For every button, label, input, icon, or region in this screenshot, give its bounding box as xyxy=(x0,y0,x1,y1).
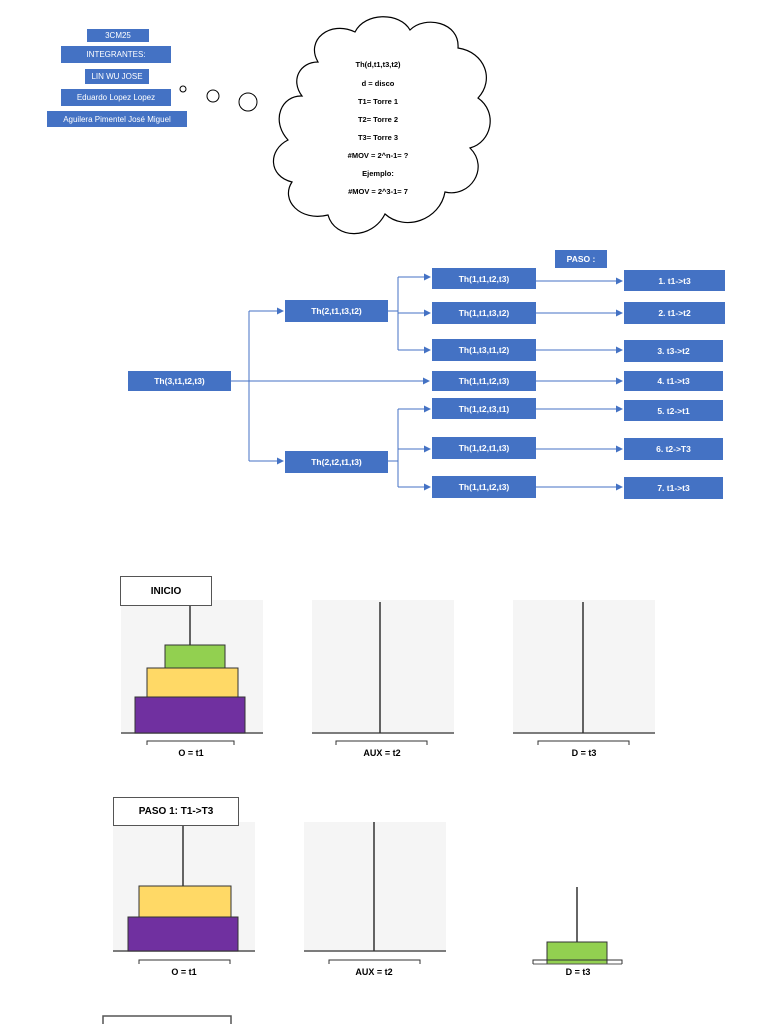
member-3: Aguilera Pimentel José Miguel xyxy=(46,110,188,128)
member-2: Eduardo Lopez Lopez xyxy=(60,88,172,107)
paso-label: PASO : xyxy=(554,249,608,269)
tree-leaf-3: Th(1,t3,t1,t2) xyxy=(432,339,536,361)
step-5: 5. t2->t1 xyxy=(624,400,723,421)
next-callout-partial xyxy=(102,1015,232,1024)
tree-leaf-7: Th(1,t1,t2,t3) xyxy=(432,476,536,498)
callout-paso-1: PASO 1: T1->T3 xyxy=(113,797,239,826)
team-heading: INTEGRANTES: xyxy=(60,45,172,64)
tower-panel-3 xyxy=(513,600,655,734)
cloud-line-5: T3= Torre 3 xyxy=(357,133,399,142)
step-3: 3. t3->t2 xyxy=(624,340,723,362)
cloud-line-1: Th(d,t1,t3,t2) xyxy=(355,60,401,69)
tower-panel-5 xyxy=(304,822,446,952)
thought-bubble-large xyxy=(238,92,258,112)
tower-panel-2 xyxy=(312,600,454,734)
disk-small xyxy=(546,941,608,965)
disk-large xyxy=(127,916,239,952)
step-6: 6. t2->T3 xyxy=(624,438,723,460)
state-paso-1 xyxy=(113,822,623,965)
tower-label-dest: D = t3 xyxy=(571,748,597,758)
tree-leaf-6: Th(1,t2,t1,t3) xyxy=(432,437,536,459)
thought-bubble-medium xyxy=(206,89,220,103)
disk-small xyxy=(164,644,226,669)
tree-leaf-4: Th(1,t1,t2,t3) xyxy=(432,371,536,391)
thought-bubble-small xyxy=(179,85,187,93)
tower-label-dest: D = t3 xyxy=(565,967,591,977)
tower-label-origin: O = t1 xyxy=(171,967,197,977)
step-2: 2. t1->t2 xyxy=(624,302,725,324)
cloud-line-3: T1= Torre 1 xyxy=(357,97,399,106)
group-label: 3CM25 xyxy=(86,28,150,43)
tree-mid-top: Th(2,t1,t3,t2) xyxy=(285,300,388,322)
cloud-line-6: #MOV = 2^n-1= ? xyxy=(347,151,409,160)
tree-mid-bottom: Th(2,t2,t1,t3) xyxy=(285,451,388,473)
tower-label-aux: AUX = t2 xyxy=(363,748,401,758)
callout-inicio: INICIO xyxy=(120,576,212,606)
tower-label-aux: AUX = t2 xyxy=(355,967,393,977)
cloud-line-8: #MOV = 2^3-1= 7 xyxy=(348,187,408,196)
tree-leaf-1: Th(1,t1,t2,t3) xyxy=(432,268,536,289)
tower-label-origin: O = t1 xyxy=(178,748,204,758)
tree-root: Th(3,t1,t2,t3) xyxy=(128,371,231,391)
disk-medium xyxy=(146,667,239,698)
member-1: LIN WU JOSE xyxy=(84,68,150,85)
disk-medium xyxy=(138,885,232,918)
step-7: 7. t1->t3 xyxy=(624,477,723,499)
disk-large xyxy=(134,696,246,734)
tree-leaf-2: Th(1,t1,t3,t2) xyxy=(432,302,536,324)
cloud-line-7: Ejemplo: xyxy=(362,169,394,178)
tree-leaf-5: Th(1,t2,t3,t1) xyxy=(432,398,536,419)
step-1: 1. t1->t3 xyxy=(624,270,725,291)
cloud-line-4: T2= Torre 2 xyxy=(357,115,399,124)
state-inicio xyxy=(121,600,655,745)
cloud-line-2: d = disco xyxy=(361,79,395,88)
thought-cloud xyxy=(272,16,491,235)
step-4: 4. t1->t3 xyxy=(624,371,723,391)
